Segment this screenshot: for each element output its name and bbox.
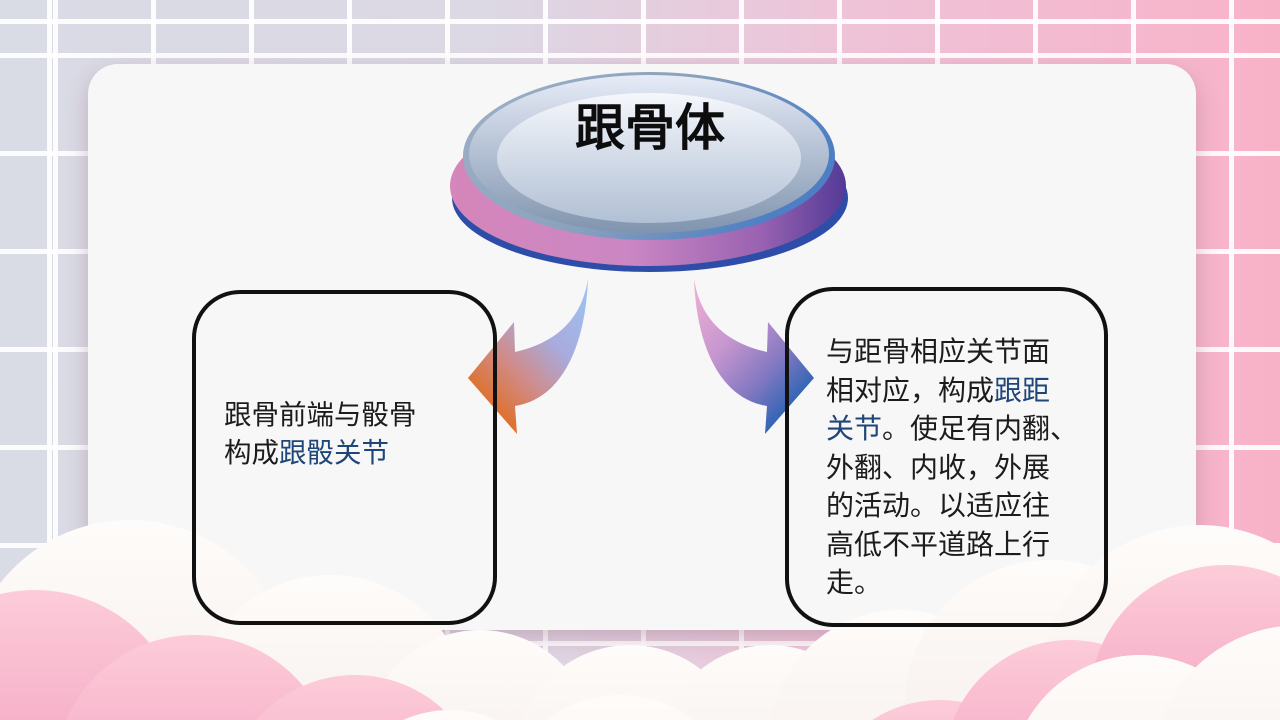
- text-line: 的活动。以适应往: [826, 487, 1104, 526]
- keyword-text: 关节: [826, 413, 883, 444]
- text-line: 相对应，构成跟距: [826, 372, 1104, 411]
- keyword-text: 跟骰关节: [279, 437, 389, 468]
- body-text: 高低不平道路上行: [826, 528, 1051, 560]
- body-text: 相对应，构成: [826, 374, 995, 406]
- curved-arrow-left-icon: [468, 278, 588, 434]
- body-text: 外翻、内收，外展: [826, 451, 1051, 483]
- clouds-decoration: [0, 520, 1280, 720]
- body-text: 走。: [826, 567, 883, 598]
- cloud-front-white: [403, 626, 1280, 720]
- body-text: 与距骨相应关节面: [826, 336, 1051, 367]
- left-info-box: 跟骨前端与骰骨构成跟骰关节: [192, 290, 497, 625]
- body-text: 。使足有内翻、: [882, 413, 1079, 444]
- right-info-box: 与距骨相应关节面相对应，构成跟距关节。使足有内翻、外翻、内收，外展的活动。以适应…: [785, 287, 1108, 627]
- bubble-title: 跟骨体: [575, 100, 725, 156]
- curved-arrow-right-icon: [694, 278, 814, 434]
- right-info-box-text: 与距骨相应关节面相对应，构成跟距关节。使足有内翻、外翻、内收，外展的活动。以适应…: [826, 333, 1104, 603]
- text-line: 构成跟骰关节: [224, 434, 493, 472]
- body-text: 构成: [224, 437, 279, 468]
- text-line: 高低不平道路上行: [826, 526, 1104, 565]
- body-text: 的活动。以适应往: [826, 490, 1051, 521]
- left-info-box-text: 跟骨前端与骰骨构成跟骰关节: [224, 396, 493, 472]
- body-text: 跟骨前端与骰骨: [224, 399, 417, 430]
- text-line: 与距骨相应关节面: [826, 333, 1104, 372]
- bubble-3d: 跟骨体: [450, 72, 848, 272]
- text-line: 外翻、内收，外展: [826, 449, 1104, 488]
- bubble-inner-face: [497, 93, 801, 223]
- text-line: 关节。使足有内翻、: [826, 410, 1104, 449]
- text-line: 走。: [826, 564, 1104, 603]
- keyword-text: 跟距: [994, 374, 1051, 406]
- text-line: 跟骨前端与骰骨: [224, 396, 493, 434]
